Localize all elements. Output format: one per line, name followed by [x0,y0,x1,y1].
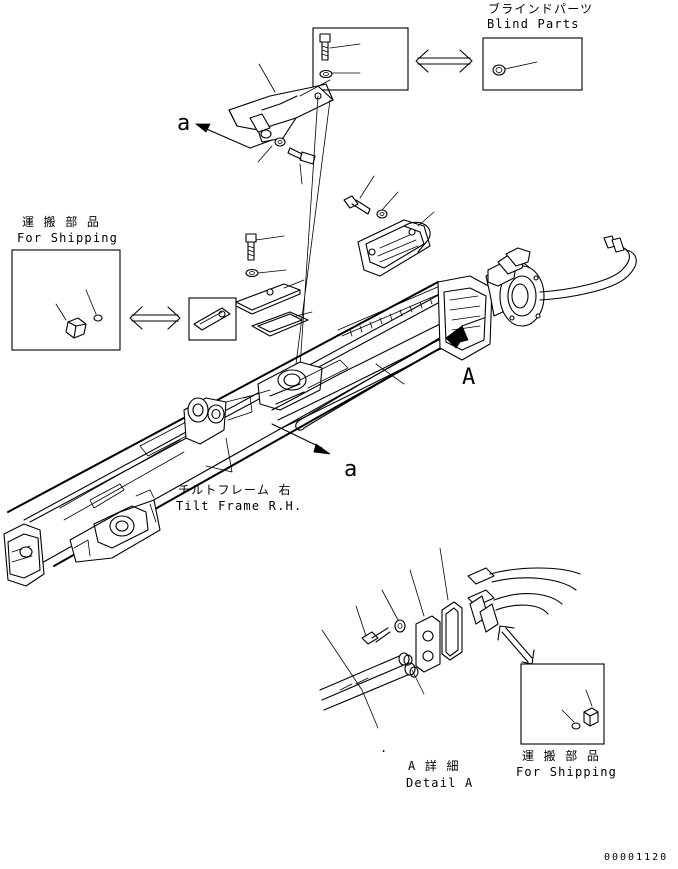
tilt-frame-en-label: Tilt Frame R.H. [176,499,302,513]
shipping-right-jp-label: 運 搬 部 品 [522,748,600,763]
view-arrow-a-mid: a [344,457,357,482]
cover-parts [343,175,435,277]
tilt-frame-jp-label: チルトフレーム 右 [178,482,292,497]
tilt-frame-label-group: チルトフレーム 右 Tilt Frame R.H. [176,437,302,513]
frame-center-junction [243,361,323,411]
frame-mid-bracket [183,395,253,445]
blind-plug-icon [492,64,506,76]
tilt-frame [3,281,475,587]
bolt-icon-2 [287,147,316,165]
nut-icon-2 [583,707,599,727]
detail-a-jp-label: A 詳 細 [408,758,460,773]
bolt-icon-3 [343,195,371,215]
plate-and-gasket [235,279,313,337]
frame-end-cap [3,523,45,587]
blind-parts-en-label: Blind Parts [487,17,580,31]
bolt-washer-box [312,27,409,91]
washer-icon [319,69,333,79]
double-arrow-left [129,306,181,330]
center-bolt [245,233,287,278]
view-arrow-a-top: a [177,111,190,136]
view-label-a: A [462,365,475,390]
detail-a [319,547,581,729]
bracket-box [188,297,237,341]
shipping-left-jp-label: 運 搬 部 品 [22,214,100,229]
dot-mark: . [380,741,388,755]
detail-a-label-group: . A 詳 細 Detail A [380,741,473,790]
shipping-right-en-label: For Shipping [516,765,617,779]
double-arrow-top [415,49,473,73]
view-arrow-a-mid-group: a [271,423,357,482]
blind-parts-box: ブラインドパーツ Blind Parts [482,1,593,91]
pin-icon [93,314,103,322]
shipping-box-left: 運 搬 部 品 For Shipping [11,214,121,351]
double-arrow-detail [497,625,535,665]
pin-icon-2 [571,722,581,730]
nut-icon [65,317,87,339]
frame-right-housing: A [375,235,637,390]
shipping-box-right: 運 搬 部 品 For Shipping [516,663,617,779]
frame-left-housing [69,489,161,563]
blind-parts-jp-label: ブラインドパーツ [488,1,593,16]
bolt-icon [319,33,331,61]
detail-a-en-label: Detail A [406,776,473,790]
drawing-number: 00001120 [604,852,668,863]
bolt-icon-detail [361,627,391,645]
upper-bracket: a [177,63,334,185]
shipping-left-en-label: For Shipping [17,231,118,245]
